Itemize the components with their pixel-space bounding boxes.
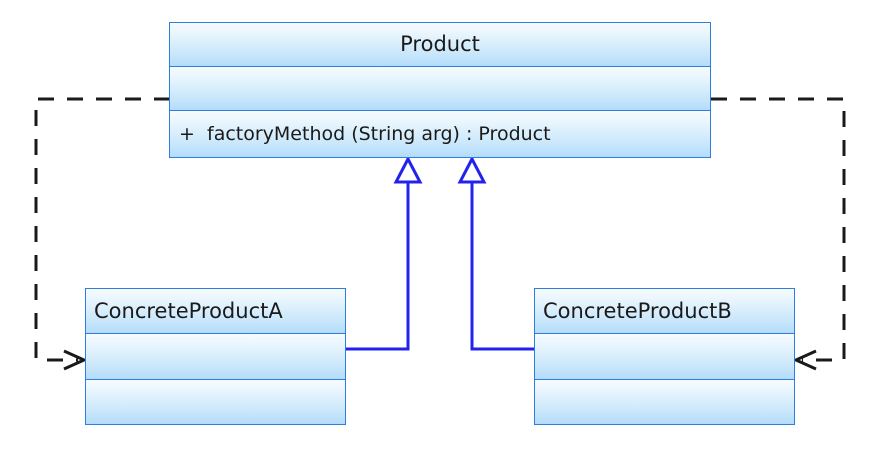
class-name-compartment-product: Product <box>170 23 710 67</box>
attributes-compartment-concrete-product-a <box>86 334 345 380</box>
class-box-concrete-product-b[interactable]: ConcreteProductB <box>534 288 795 425</box>
operations-compartment-product: + factoryMethod (String arg) : Product <box>170 111 710 157</box>
attributes-compartment-concrete-product-b <box>535 334 794 380</box>
class-box-concrete-product-a[interactable]: ConcreteProductA <box>85 288 346 425</box>
generalization-edge-concrete-product-a <box>346 155 423 351</box>
class-box-product[interactable]: Product + factoryMethod (String arg) : P… <box>169 22 711 158</box>
hollow-triangle-arrowhead-b <box>457 155 487 184</box>
operations-compartment-concrete-product-a <box>86 380 345 424</box>
class-title-concrete-product-b: ConcreteProductB <box>543 298 732 323</box>
generalization-edge-concrete-product-b <box>457 155 534 351</box>
class-name-compartment-concrete-product-b: ConcreteProductB <box>535 289 794 334</box>
operation-factory-method: + factoryMethod (String arg) : Product <box>179 122 551 145</box>
operations-compartment-concrete-product-b <box>535 380 794 424</box>
class-name-compartment-concrete-product-a: ConcreteProductA <box>86 289 345 334</box>
hollow-triangle-arrowhead-a <box>393 155 423 184</box>
class-title-product: Product <box>400 32 480 56</box>
class-title-concrete-product-a: ConcreteProductA <box>94 298 283 323</box>
attributes-compartment-product <box>170 67 710 111</box>
